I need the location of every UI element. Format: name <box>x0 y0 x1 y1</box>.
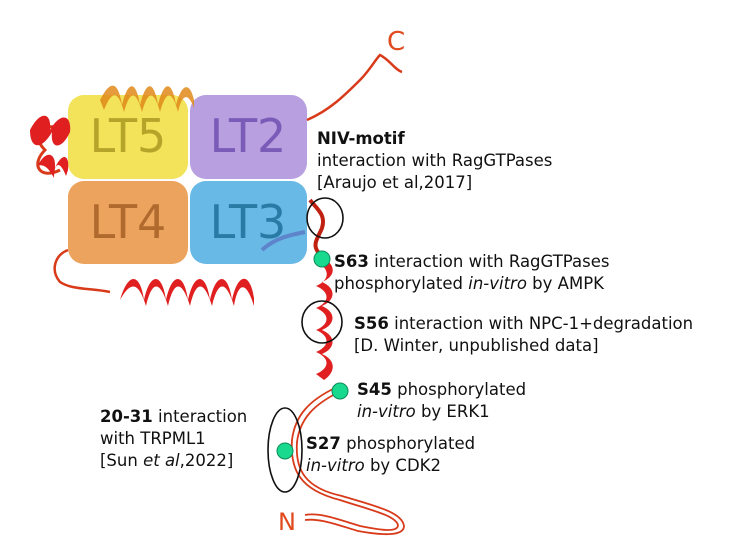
helix-bottom <box>120 278 254 306</box>
s56-line2: [D. Winter, unpublished data] <box>354 336 599 355</box>
niv-motif-line3: [Araujo et al,2017] <box>317 173 473 192</box>
domain-lt5: LT5 <box>68 95 188 179</box>
site-s45-marker <box>331 382 349 400</box>
annotation-s27: S27 phosphorylated in-vitro by CDK2 <box>306 433 475 477</box>
niv-motif-circle <box>306 197 344 239</box>
trpml1-line2: with TRPML1 <box>100 429 206 448</box>
coil-n-terminus <box>290 387 405 536</box>
coil-lower-left <box>53 248 111 294</box>
s63-title: S63 <box>334 252 369 271</box>
domain-lt2-label: LT2 <box>210 109 287 163</box>
site-s27-marker <box>276 442 294 460</box>
niv-motif-title: NIV-motif <box>317 129 405 148</box>
n-terminus-label: N <box>278 508 296 536</box>
helix-left <box>30 115 71 178</box>
s27-line2-b: by CDK2 <box>364 456 441 475</box>
s27-title: S27 <box>306 434 341 453</box>
s45-line2-italic: in-vitro <box>357 402 416 421</box>
coil-blue-back <box>260 230 306 252</box>
domain-lt5-label: LT5 <box>90 109 167 163</box>
domain-lt3: LT3 <box>190 181 307 264</box>
trpml1-line1: interaction <box>152 407 248 426</box>
trpml1-line3-italic: et al <box>143 451 180 470</box>
s45-title: S45 <box>357 380 392 399</box>
coil-c-terminus <box>306 53 403 122</box>
s63-line1: interaction with RagGTPases <box>368 252 610 271</box>
s56-title: S56 <box>354 314 389 333</box>
trpml1-title: 20-31 <box>100 407 153 426</box>
s27-line1: phosphorylated <box>340 434 476 453</box>
site-s63-marker <box>313 250 331 268</box>
annotation-trpml1: 20-31 interaction with TRPML1 [Sun et al… <box>100 406 247 472</box>
s56-circle <box>301 300 343 344</box>
annotation-niv-motif: NIV-motif interaction with RagGTPases [A… <box>317 128 552 194</box>
s63-line2-italic: in-vitro <box>468 274 527 293</box>
domain-lt4: LT4 <box>68 181 188 264</box>
annotation-s45: S45 phosphorylated in-vitro by ERK1 <box>357 379 526 423</box>
s63-line2-a: phosphorylated <box>334 274 469 293</box>
domain-lt2: LT2 <box>190 95 307 179</box>
s56-line1: interaction with NPC-1+degradation <box>388 314 694 333</box>
trpml1-region-circle <box>267 407 303 493</box>
helix-main <box>316 258 333 380</box>
s63-line2-b: by AMPK <box>526 274 604 293</box>
s45-line2-b: by ERK1 <box>415 402 490 421</box>
annotation-s56: S56 interaction with NPC-1+degradation [… <box>354 313 693 357</box>
helix-top <box>100 85 194 112</box>
s27-line2-italic: in-vitro <box>306 456 365 475</box>
niv-motif-line2: interaction with RagGTPases <box>317 151 553 170</box>
trpml1-line3-b: ,2022] <box>179 451 234 470</box>
domain-lt4-label: LT4 <box>90 195 167 249</box>
annotation-s63: S63 interaction with RagGTPases phosphor… <box>334 251 609 295</box>
trpml1-line3-a: [Sun <box>100 451 144 470</box>
coil-niv-loop <box>308 198 325 254</box>
s45-line1: phosphorylated <box>391 380 527 399</box>
c-terminus-label: C <box>387 27 405 57</box>
